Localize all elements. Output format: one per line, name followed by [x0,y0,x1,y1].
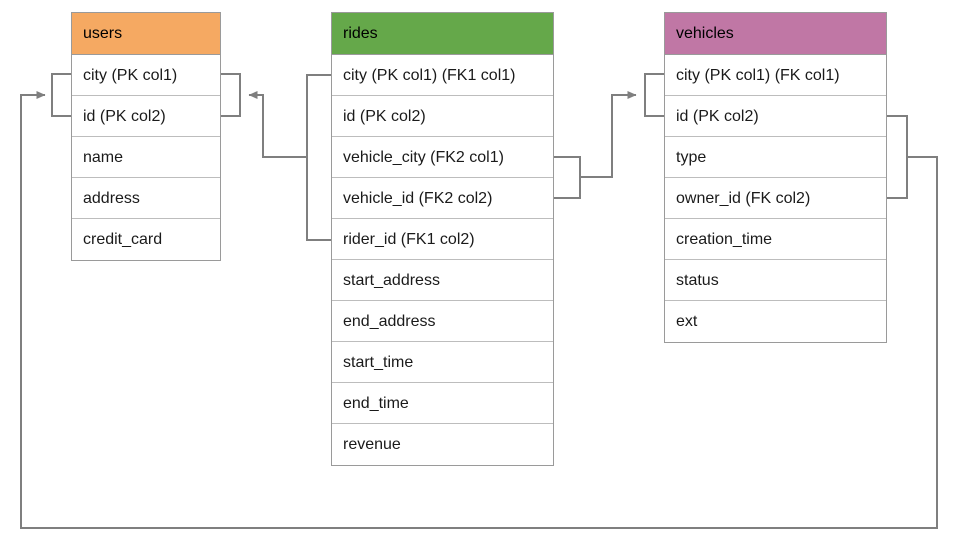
table-users-title: users [83,25,123,42]
table-users-column-name[interactable]: name [72,137,220,178]
vehicles-left-bracket [644,73,664,117]
table-rides-column-start-address[interactable]: start_address [332,260,553,301]
rides-right-bracket [554,156,581,199]
table-vehicles-column-status[interactable]: status [665,260,886,301]
table-users-column-id[interactable]: id (PK col2) [72,96,220,137]
table-users-column-address[interactable]: address [72,178,220,219]
table-users-column-credit-card[interactable]: credit_card [83,231,163,248]
users-right-bracket [221,73,241,117]
table-vehicles-column-id[interactable]: id (PK col2) [665,96,886,137]
table-vehicles[interactable]: vehicles city (PK col1) (FK col1) id (PK… [664,12,887,343]
table-rides-header: rides [332,13,553,55]
table-rides-column-start-time[interactable]: start_time [332,342,553,383]
table-vehicles-column-city[interactable]: city (PK col1) (FK col1) [665,55,886,96]
table-rides-column-city[interactable]: city (PK col1) (FK1 col1) [332,55,553,96]
table-vehicles-column-owner-id[interactable]: owner_id (FK col2) [665,178,886,219]
table-rides-column-rider-id[interactable]: rider_id (FK1 col2) [332,219,553,260]
table-rides-title: rides [343,25,378,42]
table-users-column-city[interactable]: city (PK col1) [72,55,220,96]
users-left-bracket [51,73,71,117]
table-users-header: users [72,13,220,55]
table-vehicles-column-creation-time[interactable]: creation_time [665,219,886,260]
table-users[interactable]: users city (PK col1) id (PK col2) name a… [71,12,221,261]
table-vehicles-title: vehicles [676,25,734,42]
table-rides-column-vehicle-id[interactable]: vehicle_id (FK2 col2) [332,178,553,219]
table-vehicles-column-ext[interactable]: ext [676,313,698,330]
vehicles-right-bracket [887,115,908,199]
edge-rides-fk2-to-vehicles [580,91,637,178]
edge-rides-fk1-to-users [248,91,307,158]
table-rides-column-vehicle-city[interactable]: vehicle_city (FK2 col1) [332,137,553,178]
table-rides-column-end-time[interactable]: end_time [332,383,553,424]
table-rides-column-id[interactable]: id (PK col2) [332,96,553,137]
table-rides-column-revenue[interactable]: revenue [343,436,401,453]
table-vehicles-header: vehicles [665,13,886,55]
rides-left-bracket [306,74,331,241]
table-rides-column-end-address[interactable]: end_address [332,301,553,342]
table-vehicles-column-type[interactable]: type [665,137,886,178]
table-rides[interactable]: rides city (PK col1) (FK1 col1) id (PK c… [331,12,554,466]
